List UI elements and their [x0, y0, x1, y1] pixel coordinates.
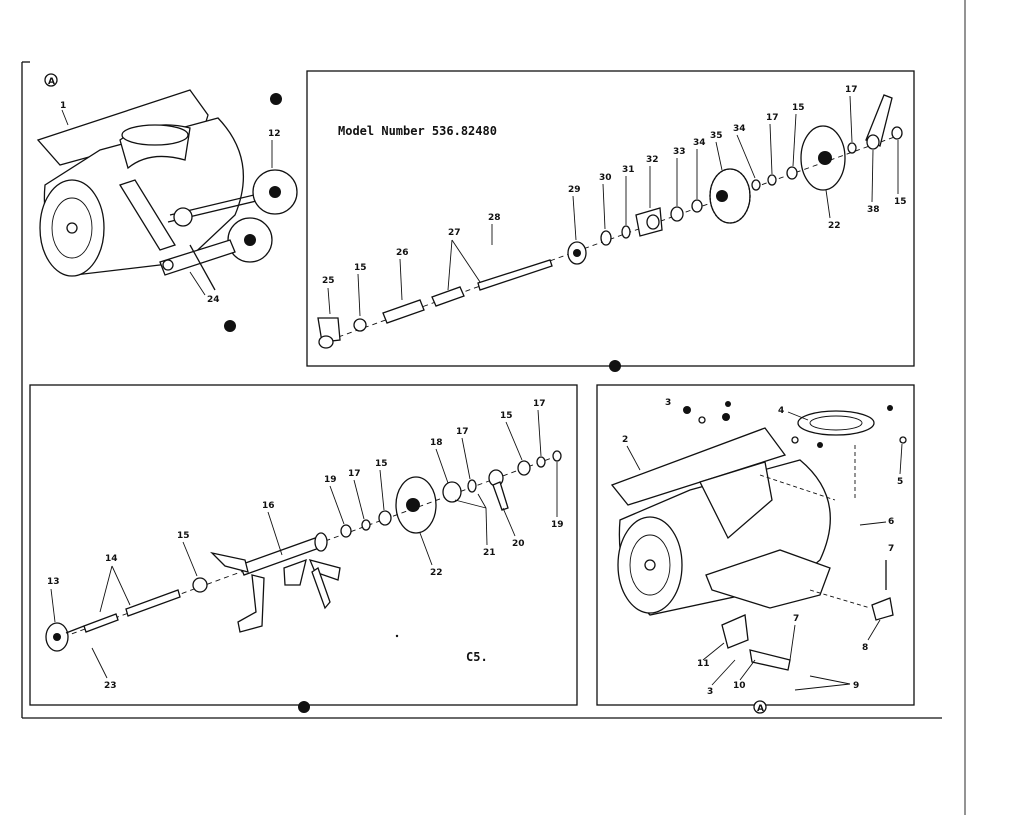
callout-30: 30: [599, 173, 612, 183]
callout-15-c: 15: [894, 197, 907, 207]
callout-17-e: 17: [533, 399, 546, 409]
panel-marker-bottom-right: [753, 700, 767, 714]
callout-19-a: 19: [324, 475, 337, 485]
callout-4: 4: [778, 406, 784, 416]
callout-9: 9: [853, 681, 859, 691]
callout-18: 18: [430, 438, 443, 448]
callout-15-e: 15: [375, 459, 388, 469]
callout-20: 20: [512, 539, 525, 549]
callout-16: 16: [262, 501, 275, 511]
callout-21: 21: [483, 548, 496, 558]
callout-17-a: 17: [766, 113, 779, 123]
callout-38: 38: [867, 205, 880, 215]
callout-3-a: 3: [665, 398, 671, 408]
callout-22-b: 22: [430, 568, 443, 578]
callout-17-c: 17: [348, 469, 361, 479]
callout-32: 32: [646, 155, 659, 165]
callout-19-b: 19: [551, 520, 564, 530]
callout-7-a: 7: [888, 544, 894, 554]
svg-text:A: A: [757, 704, 764, 714]
callout-12: 12: [268, 129, 281, 139]
callout-17-d: 17: [456, 427, 469, 437]
view-marker-a: A: [44, 73, 58, 87]
callout-14: 14: [105, 554, 118, 564]
callout-2: 2: [622, 435, 628, 445]
callout-31: 31: [622, 165, 635, 175]
callout-15-d: 15: [177, 531, 190, 541]
panel-bottom-left: C5. 13 23 14 15 16 19: [29, 384, 578, 713]
callout-28: 28: [488, 213, 501, 223]
callout-3-b: 3: [707, 687, 713, 697]
callout-10: 10: [733, 681, 746, 691]
callout-5: 5: [897, 477, 903, 487]
view-marker-c: [224, 320, 236, 332]
overview-assembly: A 1 12 24: [36, 73, 298, 332]
callout-23: 23: [104, 681, 117, 691]
callout-1: 1: [60, 101, 66, 111]
callout-6: 6: [888, 517, 894, 527]
callout-8: 8: [862, 643, 868, 653]
callout-33: 33: [673, 147, 686, 157]
callout-15-f: 15: [500, 411, 513, 421]
panel-frame-top-right: [306, 70, 915, 367]
callout-25: 25: [322, 276, 335, 286]
callout-15-b: 15: [792, 103, 805, 113]
callout-17-b: 17: [845, 85, 858, 95]
callout-22-a: 22: [828, 221, 841, 231]
callout-34-a: 34: [693, 138, 706, 148]
callout-7-b: 7: [793, 614, 799, 624]
callout-24: 24: [207, 295, 220, 305]
panel-marker-bottom-left: [298, 701, 310, 713]
svg-text:A: A: [48, 77, 55, 87]
code-label: C5.: [466, 650, 488, 664]
callout-34-b: 34: [733, 124, 746, 134]
callout-35: 35: [710, 131, 723, 141]
panel-bottom-right: A 3 4 5 2 6 7 8: [596, 384, 915, 714]
panel-marker-top-right: [609, 360, 621, 372]
callout-13: 13: [47, 577, 60, 587]
panel-top-right: Model Number 536.82480 25 15 26 27 28 29…: [306, 70, 915, 372]
callout-29: 29: [568, 185, 581, 195]
callout-11: 11: [697, 659, 710, 669]
callout-27: 27: [448, 228, 461, 238]
model-number-label: Model Number 536.82480: [338, 124, 497, 138]
view-marker-b: [270, 93, 282, 105]
callout-15-a: 15: [354, 263, 367, 273]
callout-26: 26: [396, 248, 409, 258]
